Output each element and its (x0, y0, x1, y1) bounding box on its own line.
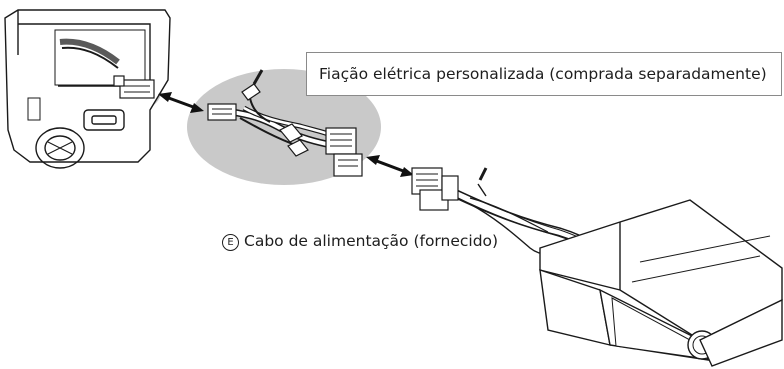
item-e-marker: E (222, 234, 239, 251)
car-stereo-unit (539, 199, 783, 367)
custom-harness (207, 69, 363, 177)
power-cable-label: Cabo de alimentação (fornecido) (244, 232, 499, 250)
connect-arrow-1 (158, 92, 204, 113)
car-dashboard (4, 9, 171, 169)
custom-wiring-callout: Fiação elétrica personalizada (comprada … (306, 52, 782, 96)
connect-arrow-2 (366, 155, 414, 177)
custom-wiring-label: Fiação elétrica personalizada (comprada … (319, 65, 767, 83)
dashboard-connector (113, 75, 155, 99)
power-cable-callout: E Cabo de alimentação (fornecido) (222, 232, 498, 251)
